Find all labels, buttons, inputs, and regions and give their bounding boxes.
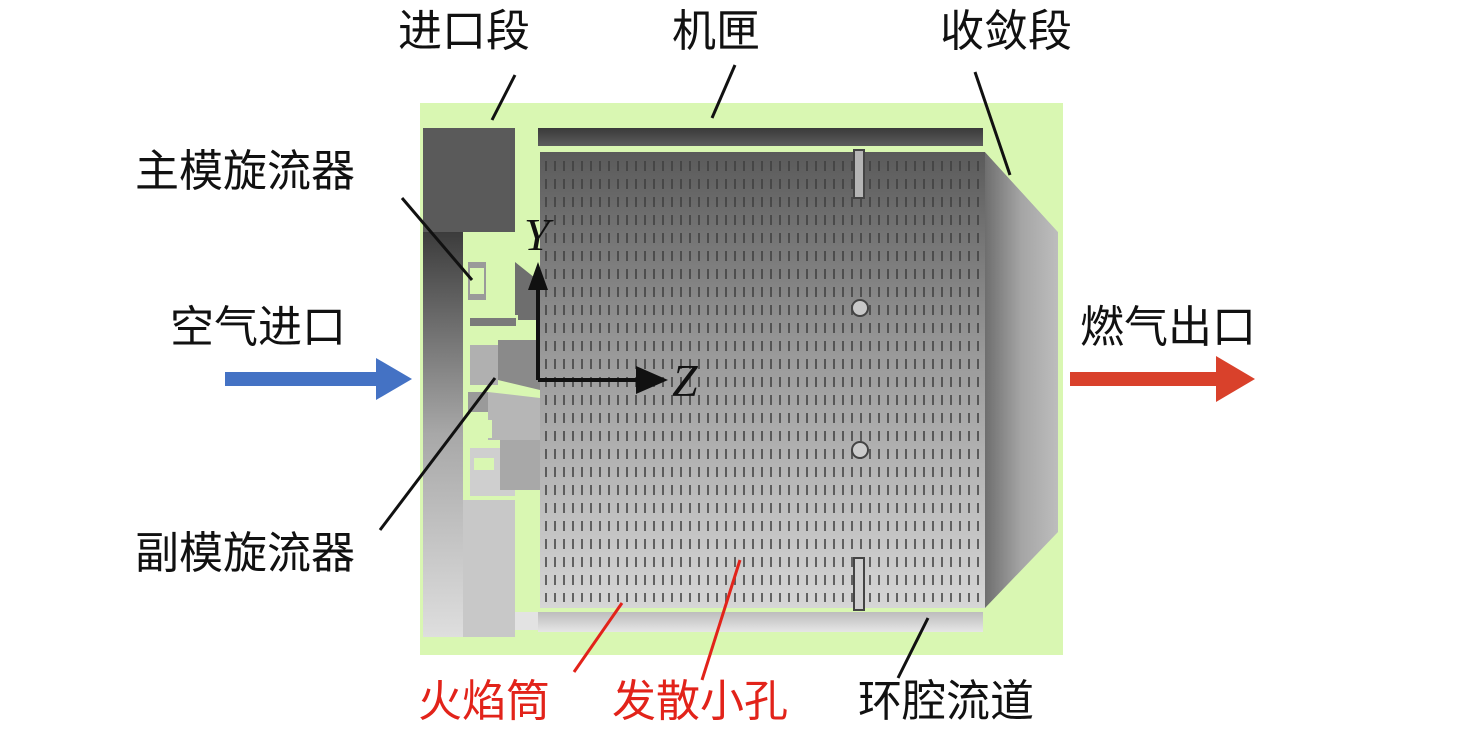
coordinate-axes <box>528 262 668 394</box>
inlet-section-body <box>423 232 463 637</box>
inlet-section-label: 进口段 <box>398 6 530 57</box>
gas-outlet-arrow <box>1070 356 1255 402</box>
converging-section <box>985 152 1058 608</box>
leader-lines <box>378 64 1012 681</box>
air-inlet-arrow <box>225 358 412 400</box>
inlet-section-block-top <box>423 128 515 232</box>
dilution-holes <box>851 149 869 611</box>
z-axis-arrowhead <box>636 366 668 394</box>
casing <box>538 128 983 146</box>
secondary-swirler-label: 副模旋流器 <box>135 528 355 579</box>
y-axis-arrowhead <box>528 262 548 290</box>
converging-section-label: 收敛段 <box>940 6 1072 57</box>
effusion-holes-label: 发散小孔 <box>612 676 788 727</box>
air-inlet-label: 空气进口 <box>170 302 346 353</box>
y-axis-label: Y <box>524 209 550 260</box>
primary-swirler-label: 主模旋流器 <box>135 146 355 197</box>
casing-label: 机匣 <box>672 6 760 57</box>
inlet-section-lower <box>463 500 515 637</box>
annular-channel-wall <box>538 612 983 632</box>
flame-tube-label: 火焰筒 <box>418 676 550 727</box>
annular-channel-label: 环腔流道 <box>858 676 1034 727</box>
z-axis-label: Z <box>672 355 698 406</box>
gas-outlet-label: 燃气出口 <box>1080 302 1256 353</box>
casing-gap <box>515 128 538 136</box>
